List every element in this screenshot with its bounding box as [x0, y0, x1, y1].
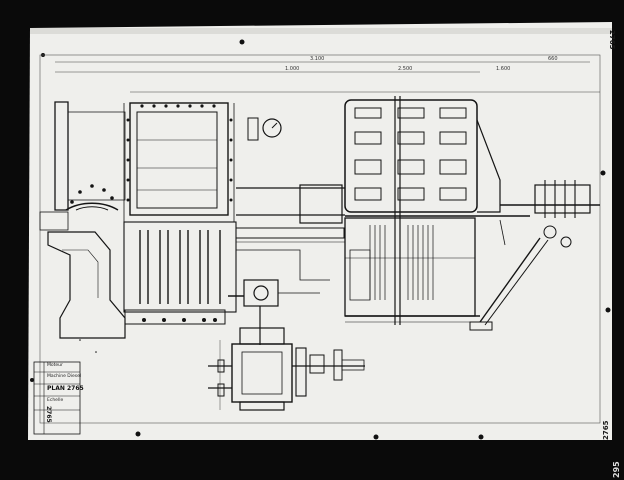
title-block-line: Moteur	[47, 363, 63, 368]
dimension-label: 3.100	[310, 56, 325, 62]
dimension-label: 2.500	[398, 66, 413, 72]
title-block-line: Machine Diesel	[47, 374, 82, 379]
pin-holes	[30, 39, 611, 440]
edge-number: 295	[612, 461, 621, 478]
sheet-number-top-right: 2765	[608, 30, 616, 50]
dimension-ticks	[79, 339, 97, 353]
title-block-number: 2765	[45, 406, 52, 423]
sheet-number-bottom-right: 2765	[602, 420, 610, 440]
top-tape	[30, 28, 612, 34]
engine-drawing	[39, 61, 600, 411]
paper-sheet	[28, 22, 612, 440]
dimension-label: 1.000	[285, 66, 300, 72]
dimension-label: 660	[548, 56, 558, 62]
dimension-label: 1.600	[496, 66, 511, 72]
title-block-line: Echelle	[47, 398, 64, 403]
title-block	[33, 361, 81, 435]
title-block-title: PLAN 2765	[47, 385, 84, 392]
drawing-border	[39, 54, 601, 424]
